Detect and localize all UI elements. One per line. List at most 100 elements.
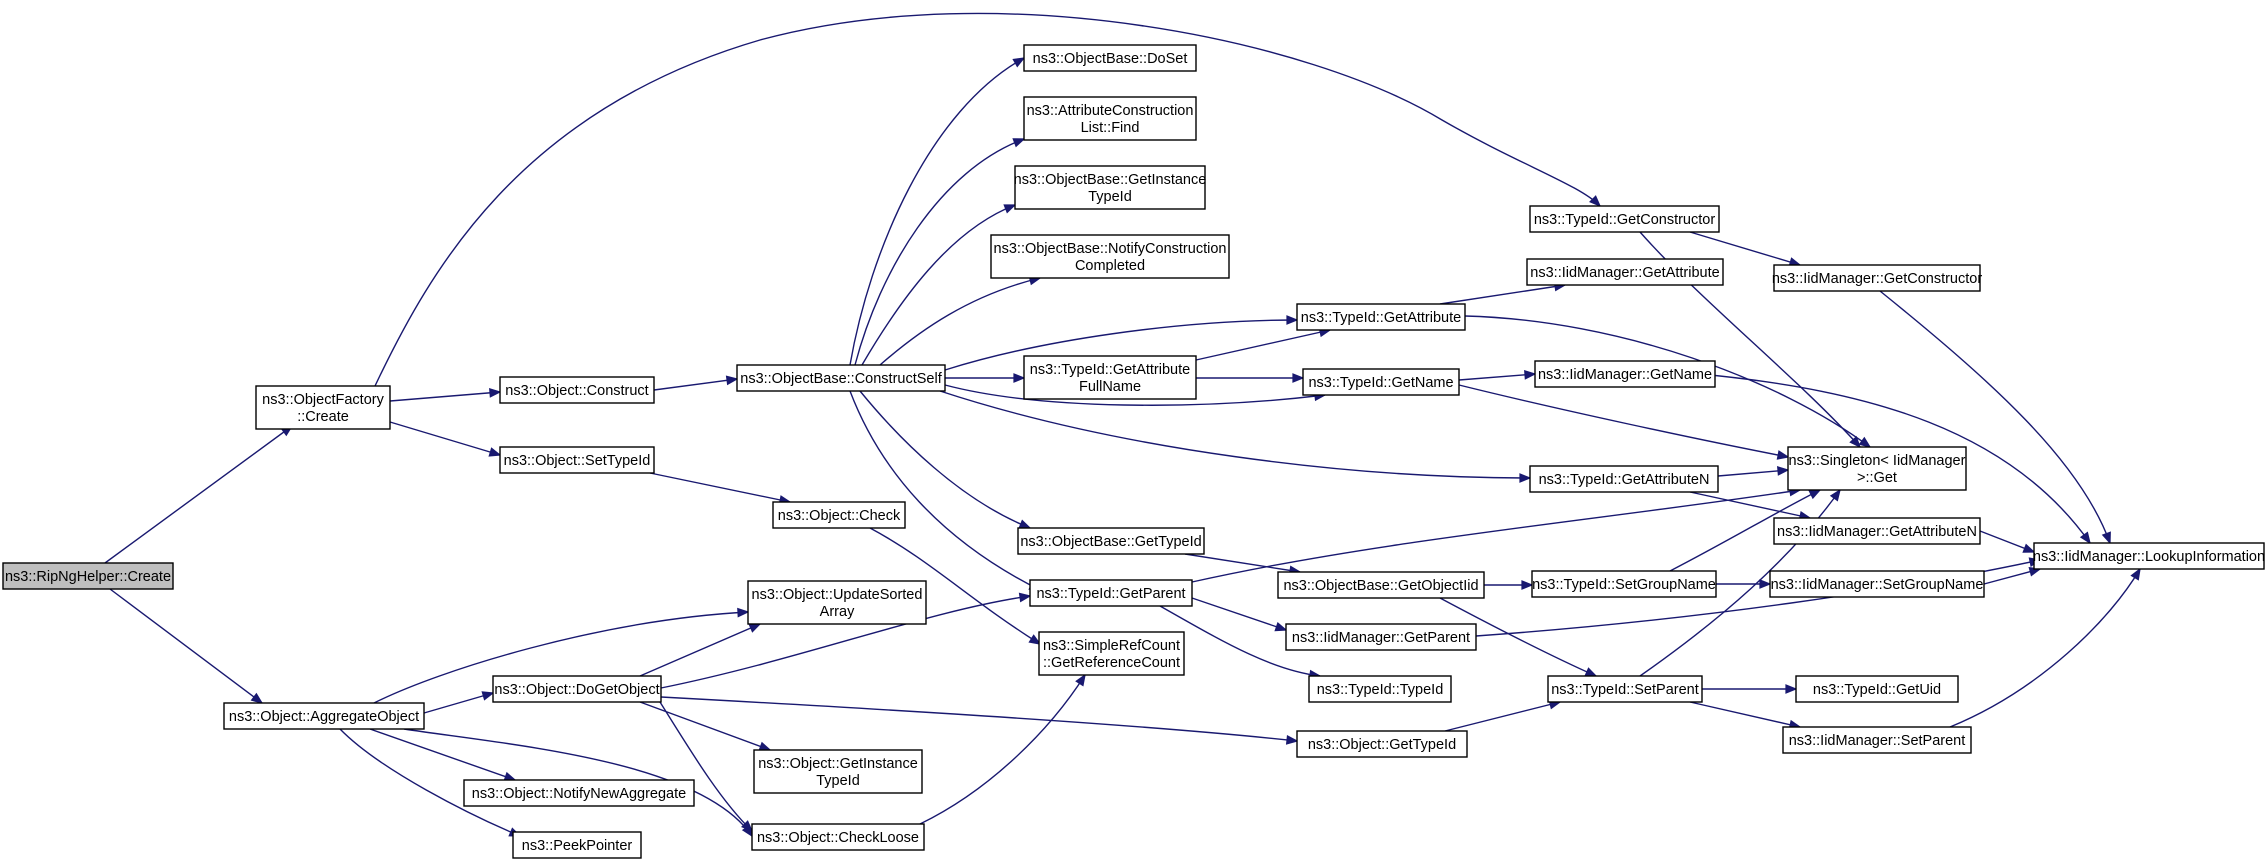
edge-t-getattr-to-singleton	[1464, 315, 1872, 448]
node-iid-getname[interactable]: ns3::IidManager::GetName	[1534, 360, 1716, 388]
node-label: ::GetReferenceCount	[1043, 655, 1180, 671]
node-label: ns3::Object::DoGetObject	[494, 682, 659, 698]
node-doset[interactable]: ns3::ObjectBase::DoSet	[1023, 44, 1197, 72]
edge-line	[1458, 384, 1789, 458]
edge-dogetobject-to-t-getparent	[660, 592, 1032, 689]
node-label: Array	[820, 604, 855, 620]
node-box	[1296, 730, 1468, 758]
node-construct[interactable]: ns3::Object::Construct	[499, 376, 655, 404]
edge-rip-to-of-create	[104, 425, 294, 564]
node-ob-getobjectiid[interactable]: ns3::ObjectBase::GetObjectIid	[1277, 571, 1485, 599]
arrowhead	[2022, 543, 2036, 553]
edge-line	[1191, 489, 1801, 583]
node-t-typeid[interactable]: ns3::TypeId::TypeId	[1308, 675, 1452, 703]
edge-line	[861, 204, 1016, 366]
arrowhead	[758, 741, 772, 751]
node-t-getname[interactable]: ns3::TypeId::GetName	[1302, 368, 1460, 396]
edge-line	[1879, 290, 2111, 544]
node-iid-setparent[interactable]: ns3::IidManager::SetParent	[1782, 726, 1972, 754]
node-t-getattrn[interactable]: ns3::TypeId::GetAttributeN	[1529, 465, 1719, 493]
node-iid-getattr[interactable]: ns3::IidManager::GetAttribute	[1526, 258, 1724, 286]
node-t-getattr[interactable]: ns3::TypeId::GetAttribute	[1296, 303, 1466, 331]
node-box	[1296, 303, 1466, 331]
node-iid-setgroup[interactable]: ns3::IidManager::SetGroupName	[1769, 570, 1985, 598]
node-box	[1529, 205, 1720, 233]
node-box	[990, 234, 1230, 279]
edge-line	[1159, 605, 1321, 677]
node-label: ns3::IidManager::SetParent	[1789, 733, 1966, 749]
node-box	[1787, 446, 1967, 491]
edge-line	[859, 390, 1031, 529]
arrowhead	[1018, 592, 1032, 603]
node-notifycc[interactable]: ns3::ObjectBase::NotifyConstructionCompl…	[990, 234, 1230, 279]
arrowhead	[1589, 195, 1602, 208]
edge-t-getattrn-to-iid-getattrn	[1689, 491, 1812, 521]
node-label: ns3::SimpleRefCount	[1043, 638, 1180, 654]
node-label: ns3::TypeId::TypeId	[1317, 682, 1444, 698]
arrowhead	[1018, 519, 1032, 529]
node-check[interactable]: ns3::Object::Check	[772, 501, 906, 529]
node-label: List::Find	[1081, 120, 1140, 136]
node-peekpointer[interactable]: ns3::PeekPointer	[512, 831, 642, 859]
edge-line	[389, 421, 501, 456]
node-box	[1023, 355, 1197, 400]
node-singleton[interactable]: ns3::Singleton< IidManager>::Get	[1787, 446, 1967, 491]
edge-t-setparent-to-singleton	[1639, 488, 1841, 677]
node-settypeid[interactable]: ns3::Object::SetTypeId	[499, 446, 655, 474]
edge-line	[339, 728, 521, 837]
node-box	[1529, 465, 1719, 493]
edge-of-create-to-construct	[389, 387, 502, 402]
node-label: ns3::Object::UpdateSorted	[752, 587, 923, 603]
node-label: ns3::Singleton< IidManager	[1789, 453, 1966, 469]
node-lookup[interactable]: ns3::IidManager::LookupInformation	[2033, 542, 2265, 570]
node-dogetobject[interactable]: ns3::Object::DoGetObject	[492, 675, 662, 703]
edge-constructself-to-t-getattr	[944, 315, 1299, 371]
arrowhead	[1849, 435, 1862, 449]
arrowhead	[1285, 735, 1299, 745]
edge-line	[939, 390, 1531, 479]
edge-dogetobject-to-obj-gettypeid	[660, 696, 1299, 745]
edge-line	[660, 595, 1031, 689]
node-iid-getattrn[interactable]: ns3::IidManager::GetAttributeN	[1773, 517, 1981, 545]
node-of-create[interactable]: ns3::ObjectFactory::Create	[255, 385, 391, 430]
node-box	[223, 702, 425, 730]
node-box	[1769, 570, 1985, 598]
node-label: ns3::IidManager::SetGroupName	[1771, 577, 1984, 593]
edge-line	[1439, 284, 1566, 305]
node-getconstructor[interactable]: ns3::TypeId::GetConstructor	[1529, 205, 1720, 233]
node-t-setgroup[interactable]: ns3::TypeId::SetGroupName	[1531, 570, 1717, 598]
node-srcount[interactable]: ns3::SimpleRefCount::GetReferenceCount	[1038, 631, 1185, 676]
edge-line	[1458, 373, 1536, 381]
node-box	[1029, 579, 1193, 607]
arrowhead	[1012, 138, 1026, 148]
node-checkloose[interactable]: ns3::Object::CheckLoose	[751, 823, 925, 851]
edge-iid-getname-to-lookup	[1699, 373, 2091, 545]
edge-t-setparent-to-t-getuid	[1702, 684, 1798, 694]
edge-checkloose-to-srcount	[919, 673, 1086, 825]
node-ob-gettypeid[interactable]: ns3::ObjectBase::GetTypeId	[1017, 527, 1205, 555]
node-box	[463, 779, 695, 807]
node-t-setparent[interactable]: ns3::TypeId::SetParent	[1547, 675, 1703, 703]
node-box	[1534, 360, 1716, 388]
edge-line	[1717, 469, 1789, 477]
node-agg[interactable]: ns3::Object::AggregateObject	[223, 702, 425, 730]
edge-settypeid-to-check	[649, 472, 792, 505]
arrowhead	[1777, 466, 1790, 476]
node-t-getuid[interactable]: ns3::TypeId::GetUid	[1795, 675, 1959, 703]
node-label: ns3::TypeId::SetGroupName	[1532, 577, 1716, 593]
node-box	[492, 675, 662, 703]
node-constructself[interactable]: ns3::ObjectBase::ConstructSelf	[736, 364, 946, 392]
node-obj-gettypeid[interactable]: ns3::Object::GetTypeId	[1296, 730, 1468, 758]
arrowhead	[1858, 436, 1872, 448]
edge-t-getname-to-iid-getname	[1458, 369, 1537, 381]
node-notifynewagg[interactable]: ns3::Object::NotifyNewAggregate	[463, 779, 695, 807]
node-iid-getconstructor[interactable]: ns3::IidManager::GetConstructor	[1772, 264, 1983, 292]
node-rip[interactable]: ns3::RipNgHelper::Create	[2, 562, 174, 590]
node-t-getparent[interactable]: ns3::TypeId::GetParent	[1029, 579, 1193, 607]
node-iid-getparent[interactable]: ns3::IidManager::GetParent	[1285, 623, 1477, 651]
